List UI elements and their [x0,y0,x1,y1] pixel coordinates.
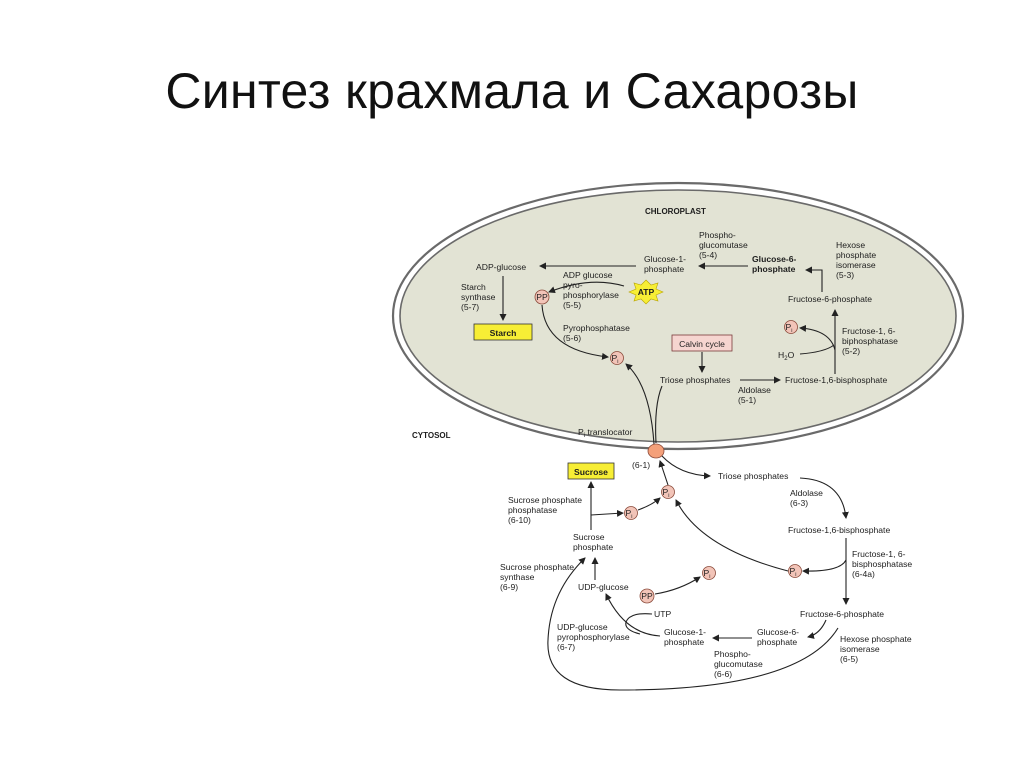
cyto-aldolase: Aldolase (6-3) [790,488,825,508]
cyto-fbpase: Fructose-1, 6- bisphosphatase (6-4a) [852,549,915,579]
chl-starch-synthase: Starch synthase (5-7) [461,282,498,312]
chl-water: H2O [778,350,795,362]
chl-fructose6p: Fructose-6-phosphate [788,294,872,304]
calvin-cycle-label: Calvin cycle [679,339,725,349]
cytosol-label: CYTOSOL [412,431,451,440]
slide-title: Синтез крахмала и Сахарозы [165,63,859,119]
atp-burst [628,279,664,305]
chl-pi-ion [610,351,624,365]
translocator-label: Pi translocator [578,427,633,439]
chl-pi-ion-fbpase [784,320,798,334]
arrow-fructose6p-to-glucose6p [805,266,823,292]
cyto-fructose16bp: Fructose-1,6-bisphosphate [788,525,890,535]
chloroplast-inner-membrane [399,189,957,443]
chloroplast-label: CHLOROPLAST [645,207,706,216]
arrow-translocator-to-pi [625,363,655,445]
chl-phosphoglucomutase: Phospho- glucomutase (5-4) [699,230,750,260]
cyto-phosphoglucomutase: Phospho- glucomutase (6-6) [714,649,765,679]
chl-glucose6p: Glucose-6- phosphate [752,254,799,274]
chl-adp-glucose: ADP-glucose [476,262,526,272]
cyto-glucose1p: Glucose-1- phosphate [664,627,708,647]
cyto-udp-glucose: UDP-glucose [578,582,629,592]
cyto-pi-ion-pp [702,566,716,580]
cyto-pp-label: PP [641,591,653,601]
arrow-glucose1p-to-udp-glucose [605,593,661,637]
arrow-atp-to-pp [548,281,625,294]
chl-aldolase: Aldolase (5-1) [738,385,773,405]
cyto-pp-ion [639,588,655,604]
atp-label: ATP [638,287,655,297]
chl-fructose16bp: Fructose-1,6-bisphosphate [785,375,887,385]
arrow-translocator-to-cyto-triose [661,455,711,480]
arrow-pi-pool-to-translocator [658,460,669,486]
arrow-pi-release-chloroplast [799,324,836,351]
chl-pi-label: Pi [612,353,619,365]
cyto-pi-label-sucrose: Pi [626,508,633,520]
cyto-glucose6p: Glucose-6- phosphate [757,627,801,647]
cyto-udp-pyrophosphorylase: UDP-glucose pyrophosphorylase (6-7) [557,622,632,652]
arrow-sucrose-phosphate-pi-release [590,509,624,517]
cyto-pi-ion-sucrose [624,506,638,520]
arrow-fbpase-pi-release [802,559,847,575]
arrow-pi-to-pool [637,497,661,511]
chl-fbpase: Fructose-1, 6- biphosphatase (5-2) [842,326,900,356]
cyto-triose-phosphates: Triose phosphates [718,471,788,481]
starch-label: Starch [490,328,517,338]
arrow-water-input [799,344,835,355]
arrow-pp-to-pi [654,576,701,595]
cyto-sucrose-phosphate: Sucrose phosphate [573,532,613,552]
chl-hexose-isomerase: Hexose phosphate isomerase (5-3) [836,240,879,280]
arrow-fructose6p-to-glucose6p [807,619,827,639]
arrow-cyto-triose-to-fructose16bp [799,477,849,519]
arrow-triose-to-translocator [655,385,663,444]
arrow-utp-input [625,613,653,635]
chl-glucose1p: Glucose-1- phosphate [644,254,688,274]
arrow-pp-to-pi [541,304,609,360]
starch-box [473,323,533,341]
translocator-code: (6-1) [632,460,650,470]
arrow-fbpase-pi-to-pool [675,499,789,572]
cyto-pi-ion-pool [661,485,675,499]
cyto-pi-ion-fbpase [788,564,802,578]
sucrose-box [567,462,615,480]
cyto-pi-label-pp: Pi [704,568,711,580]
cyto-utp: UTP [654,609,671,619]
cyto-fructose6p: Fructose-6-phosphate [800,609,884,619]
chl-pp-ion [534,289,550,305]
chl-pyrophosphatase: Pyrophosphatase (5-6) [563,323,632,343]
chl-pp-label: PP [536,292,548,302]
cyto-sucrose-synthase: Sucrose phosphate synthase (6-9) [500,562,576,592]
calvin-cycle-box [671,334,733,352]
sucrose-label: Sucrose [574,467,608,477]
cyto-pi-label-pool: Pi [663,487,670,499]
cyto-pi-label-fbpase: Pi [790,566,797,578]
cyto-sucrose-phosphatase: Sucrose phosphate phosphatase (6-10) [508,495,584,525]
arrow-fructose6p-loop-to-sucrose-phosphate [547,557,839,691]
pi-translocator [647,443,665,459]
chl-pi-label-fbpase: Pi [786,322,793,334]
cyto-hexose-isomerase: Hexose phosphate isomerase (6-5) [840,634,914,664]
chl-triose-phosphates: Triose phosphates [660,375,730,385]
